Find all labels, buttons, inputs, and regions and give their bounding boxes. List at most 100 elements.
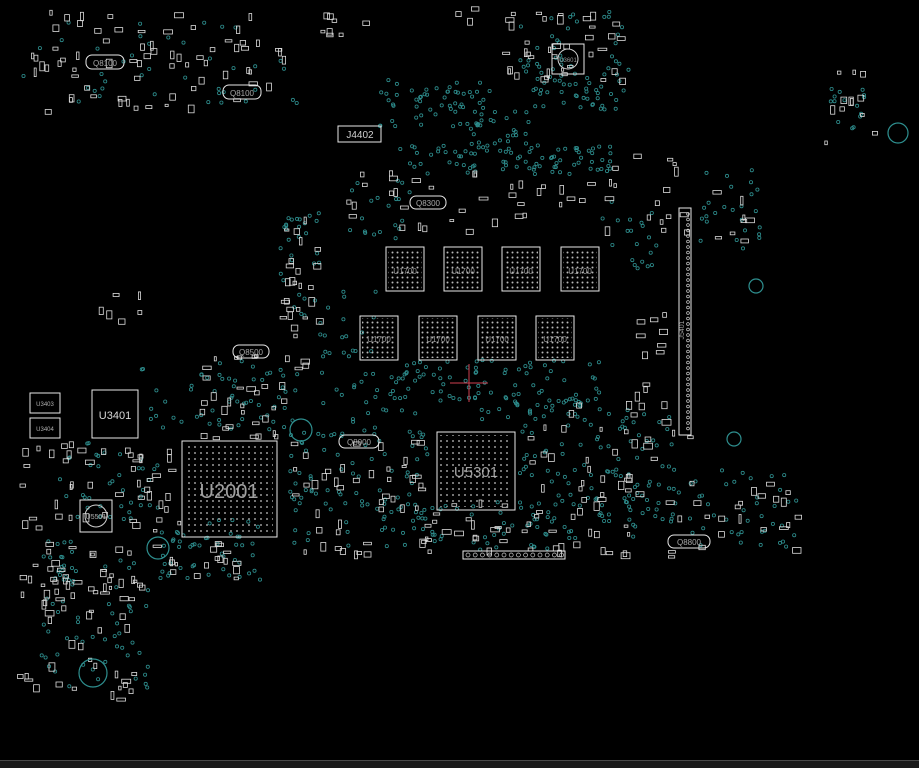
via [628, 508, 633, 513]
small-part [298, 282, 302, 289]
component-u1700[interactable]: U1700 [418, 315, 458, 361]
via [529, 473, 534, 478]
component-u3401[interactable]: U3401 [91, 389, 139, 439]
via [133, 676, 138, 681]
component-u1700[interactable]: U1700 [385, 246, 425, 292]
via [217, 372, 222, 377]
via [784, 544, 789, 549]
via [404, 363, 409, 368]
via [832, 94, 837, 99]
via [271, 419, 276, 424]
small-part [130, 465, 136, 472]
via [179, 419, 184, 424]
small-part [667, 157, 674, 162]
via [453, 101, 458, 106]
via [339, 392, 344, 397]
via [351, 419, 356, 424]
via [724, 517, 729, 522]
ram-row-bottom[interactable]: U1700 U1700 U1700 U1700 [359, 315, 575, 361]
small-part [87, 481, 93, 489]
small-part [117, 95, 127, 102]
component-u1700[interactable]: U1700 [560, 246, 600, 292]
component-u5501[interactable]: U5501 [79, 499, 113, 533]
small-part [289, 277, 296, 286]
connector-pin [537, 552, 543, 558]
component-q8300[interactable]: Q8300 [409, 195, 447, 210]
small-part [97, 627, 102, 634]
small-part [421, 539, 427, 544]
via [354, 491, 359, 496]
via [570, 396, 575, 401]
component-u1700[interactable]: U1700 [359, 315, 399, 361]
via [278, 367, 283, 372]
small-part [106, 310, 113, 320]
via [339, 433, 344, 438]
component-q8000[interactable]: Q8000 [338, 434, 380, 449]
component-u3403[interactable]: U3403 [29, 392, 61, 414]
small-part [63, 577, 68, 585]
small-part [315, 509, 320, 519]
component-j4402[interactable]: J4402 [337, 125, 382, 143]
small-part [115, 546, 124, 553]
via [734, 237, 739, 242]
via [438, 389, 443, 394]
component-u1700[interactable]: U1700 [501, 246, 541, 292]
component-q8100[interactable]: Q8100 [222, 84, 262, 100]
component-u5301[interactable]: U5301 [436, 431, 516, 511]
via [646, 506, 651, 511]
component-u1700[interactable]: U1700 [477, 315, 517, 361]
via [531, 167, 536, 172]
small-part [92, 590, 99, 595]
small-part [872, 130, 878, 136]
component-u3404[interactable]: U3404 [29, 417, 61, 439]
component-q8800[interactable]: Q8800 [667, 534, 711, 549]
via [749, 168, 754, 173]
via [58, 477, 63, 482]
via [250, 541, 255, 546]
small-part [581, 479, 585, 487]
small-part [840, 96, 848, 104]
small-part [677, 515, 683, 523]
component-u1700[interactable]: U1700 [443, 246, 483, 292]
small-part [326, 13, 334, 20]
small-part [314, 247, 321, 252]
via [567, 171, 572, 176]
via [114, 585, 119, 590]
component-u1700[interactable]: U1700 [535, 315, 575, 361]
component-u2001[interactable]: U2001 [181, 440, 278, 538]
via [497, 407, 502, 412]
connector-pin [552, 552, 557, 558]
component-q8100[interactable]: Q8100 [85, 54, 125, 70]
via [572, 162, 577, 167]
via [602, 519, 607, 524]
via [524, 69, 529, 74]
via [625, 228, 630, 233]
via [484, 148, 489, 153]
small-part [661, 401, 668, 410]
via [100, 86, 105, 91]
small-part [225, 424, 234, 429]
component-j5401[interactable]: J5401 [678, 207, 692, 436]
via [420, 527, 425, 532]
ram-row-top[interactable]: U1700 U1700 U1700 U1700 [385, 246, 600, 292]
small-part [510, 11, 516, 17]
small-part [302, 452, 309, 459]
bottom-connector[interactable] [462, 550, 566, 560]
small-part [118, 578, 124, 588]
via [66, 20, 71, 25]
connector-pin [686, 360, 690, 365]
via [729, 530, 734, 535]
small-part [390, 495, 396, 503]
small-part [824, 140, 828, 146]
small-part [138, 584, 146, 591]
small-part [253, 390, 260, 396]
connector-pin [523, 552, 528, 558]
small-part [284, 228, 290, 232]
small-part [577, 508, 583, 516]
via [97, 514, 102, 519]
component-q8500[interactable]: Q8500 [232, 344, 270, 359]
small-part [77, 20, 83, 27]
component-u3601[interactable]: U3601 [551, 43, 585, 75]
